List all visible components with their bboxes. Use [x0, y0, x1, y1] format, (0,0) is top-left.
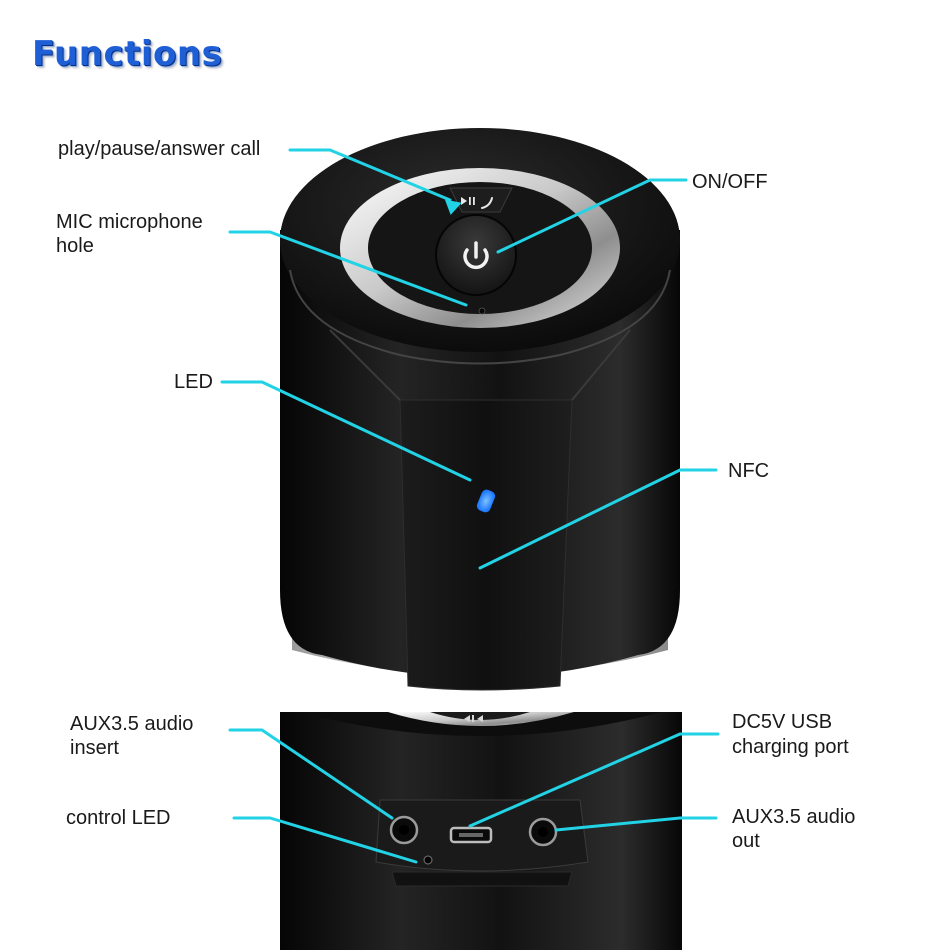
callout-aux-in — [228, 728, 394, 820]
label-dc5v-line1: DC5V USB — [732, 711, 833, 733]
previous-track-icon — [464, 715, 483, 722]
label-control-led: control LED — [66, 807, 171, 829]
speaker-upper — [280, 128, 680, 691]
callout-arrowhead — [444, 199, 462, 215]
callout-on-off — [496, 178, 688, 254]
label-dc5v-line2: charging port — [732, 736, 849, 758]
nfc-front-panel — [399, 399, 573, 691]
callout-lines — [220, 148, 720, 864]
label-aux-in-line1: AUX3.5 audio — [70, 713, 194, 735]
label-aux-out-line1: AUX3.5 audio — [732, 806, 856, 828]
callout-mic — [228, 230, 468, 307]
label-nfc: NFC — [728, 460, 770, 482]
label-mic-line2: hole — [56, 235, 94, 257]
page-title: Functions — [32, 34, 223, 74]
control-led — [423, 855, 433, 865]
callout-led — [220, 380, 472, 482]
callout-dc5v — [468, 732, 720, 828]
play-pause-call-icon — [461, 197, 493, 209]
mic-hole — [478, 307, 486, 315]
speaker-lower — [280, 712, 682, 950]
label-mic-line1: MIC microphone — [56, 211, 203, 233]
callout-nfc — [478, 468, 718, 570]
callout-play-pause — [288, 148, 452, 202]
label-aux-in-line2: insert — [70, 737, 119, 759]
callout-aux-out — [554, 816, 718, 832]
power-icon — [463, 241, 489, 270]
label-on-off: ON/OFF — [692, 171, 768, 193]
callout-control-led — [232, 816, 418, 864]
label-aux-out-line2: out — [732, 830, 760, 852]
label-led: LED — [174, 371, 213, 393]
label-play-pause-call: play/pause/answer call — [58, 138, 261, 160]
status-led — [476, 489, 496, 513]
